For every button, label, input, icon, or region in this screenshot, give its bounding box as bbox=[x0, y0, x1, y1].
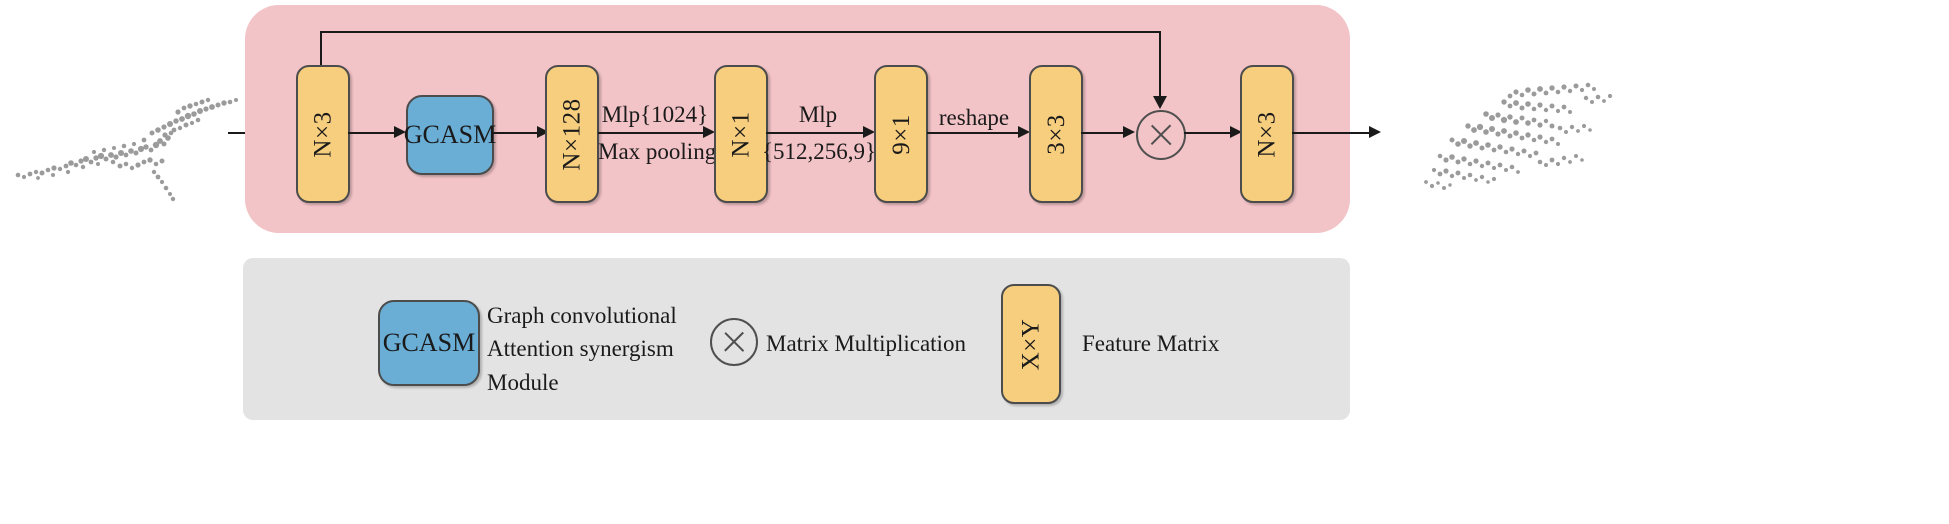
edge-label-mlp-1024: Mlp{1024} bbox=[601, 101, 709, 130]
legend-desc-matrix-multiply: Matrix Multiplication bbox=[766, 327, 966, 360]
edge-label-text: reshape bbox=[938, 105, 1010, 130]
arrow-block5-to-block6 bbox=[927, 132, 1020, 135]
edge-label-line1: Mlp{1024} bbox=[601, 102, 709, 127]
block-n-by-3-input[interactable]: N×3 bbox=[296, 65, 350, 203]
block-label: N×3 bbox=[309, 110, 337, 158]
arrow-gcasm-to-block3 bbox=[492, 132, 539, 135]
input-point-cloud bbox=[15, 97, 238, 202]
arrow-block3-to-block4 bbox=[598, 132, 705, 135]
block-label: 9×1 bbox=[887, 113, 915, 155]
arrowhead-block6-to-multiply bbox=[1123, 126, 1135, 138]
arrow-block4-to-block5 bbox=[766, 132, 865, 135]
block-3-by-3[interactable]: 3×3 bbox=[1029, 65, 1083, 203]
legend-desc-line-1: Feature Matrix bbox=[1082, 331, 1220, 356]
legend-desc-gcasm: Graph convolutional Attention synergism … bbox=[487, 299, 677, 399]
block-label: N×3 bbox=[1253, 110, 1281, 158]
arrow-block8-to-output bbox=[1292, 132, 1371, 135]
block-n-by-128[interactable]: N×128 bbox=[545, 65, 599, 203]
edge-label-line1: Mlp bbox=[798, 102, 838, 127]
block-9-by-1[interactable]: 9×1 bbox=[874, 65, 928, 203]
block-gcasm-module[interactable]: GCASM bbox=[403, 95, 497, 175]
arrowhead-block8-to-output bbox=[1369, 126, 1381, 138]
arrow-block6-to-multiply bbox=[1081, 132, 1131, 135]
output-point-cloud bbox=[1424, 82, 1613, 190]
legend-desc-line-2: Attention synergism bbox=[487, 336, 674, 362]
block-n-by-1[interactable]: N×1 bbox=[714, 65, 768, 203]
block-label: 3×3 bbox=[1042, 113, 1070, 155]
edge-label-reshape: reshape bbox=[925, 104, 1023, 133]
edge-label-line2: Max pooling bbox=[598, 139, 717, 164]
legend-swatch-gcasm: GCASM bbox=[378, 300, 480, 386]
arrow-block1-to-gcasm bbox=[348, 132, 396, 135]
skip-connection-top bbox=[320, 31, 1161, 34]
legend-desc-line-1: Matrix Multiplication bbox=[766, 331, 966, 356]
arrowhead-block3-to-block4 bbox=[703, 126, 715, 138]
legend-swatch-label: GCASM bbox=[382, 328, 476, 357]
edge-label-line2: {512,256,9} bbox=[762, 139, 877, 164]
legend-swatch-matrix-multiply bbox=[710, 318, 758, 366]
legend-desc-feature-matrix: Feature Matrix bbox=[1082, 327, 1219, 360]
arrowhead-block1-to-gcasm bbox=[394, 126, 406, 138]
edge-label-mlp: Mlp bbox=[766, 101, 870, 130]
arrow-multiply-to-block8 bbox=[1184, 132, 1232, 135]
block-n-by-3-output[interactable]: N×3 bbox=[1240, 65, 1294, 203]
arrowhead-block5-to-block6 bbox=[1018, 126, 1030, 138]
block-label: N×128 bbox=[558, 97, 586, 171]
edge-label-mlp-dims: {512,256,9} bbox=[762, 138, 877, 167]
legend-desc-line-1: Graph convolutional bbox=[487, 303, 677, 328]
legend-swatch-label: X×Y bbox=[1017, 318, 1045, 370]
matrix-multiply-operator[interactable] bbox=[1136, 110, 1186, 160]
block-label: N×1 bbox=[727, 110, 755, 158]
edge-label-max-pooling: Max pooling bbox=[598, 138, 716, 167]
skip-connection-drop bbox=[1159, 31, 1162, 100]
arrowhead-multiply-to-block8 bbox=[1230, 126, 1242, 138]
legend-desc-line-3: Module bbox=[487, 369, 559, 395]
arrowhead-skip-into-multiply bbox=[1153, 96, 1167, 109]
arrowhead-block4-to-block5 bbox=[863, 126, 875, 138]
skip-connection-riser bbox=[320, 31, 323, 71]
legend-swatch-feature-matrix: X×Y bbox=[1001, 284, 1061, 404]
block-label: GCASM bbox=[403, 120, 497, 149]
